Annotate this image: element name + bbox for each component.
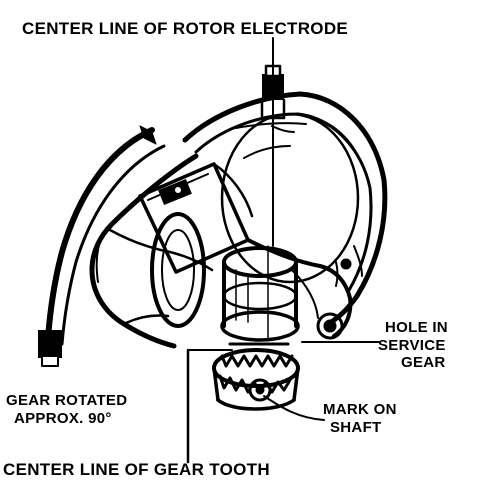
rotor-electrode-label: CENTER LINE OF ROTOR ELECTRODE: [22, 19, 349, 38]
mounting-bracket: [138, 162, 254, 274]
distributor-housing: [182, 64, 388, 325]
distributor-shaft: [220, 246, 300, 342]
leader-lines: [186, 37, 381, 464]
shaft-mark-label-line2: SHAFT: [330, 419, 382, 436]
gear-rotated-label-line1: GEAR ROTATED: [6, 392, 128, 409]
hole-label-line1: HOLE IN: [385, 319, 448, 336]
shaft-mark-label-line1: MARK ON: [323, 401, 397, 418]
hole-label-line2: SERVICE: [378, 337, 446, 354]
gear-tooth-label: CENTER LINE OF GEAR TOOTH: [3, 460, 270, 479]
vacuum-advance-unit: [38, 125, 214, 367]
gear-rotated-label-line2: APPROX. 90°: [14, 410, 112, 427]
drive-gear: [212, 342, 300, 411]
hole-label-line3: GEAR: [401, 354, 446, 371]
